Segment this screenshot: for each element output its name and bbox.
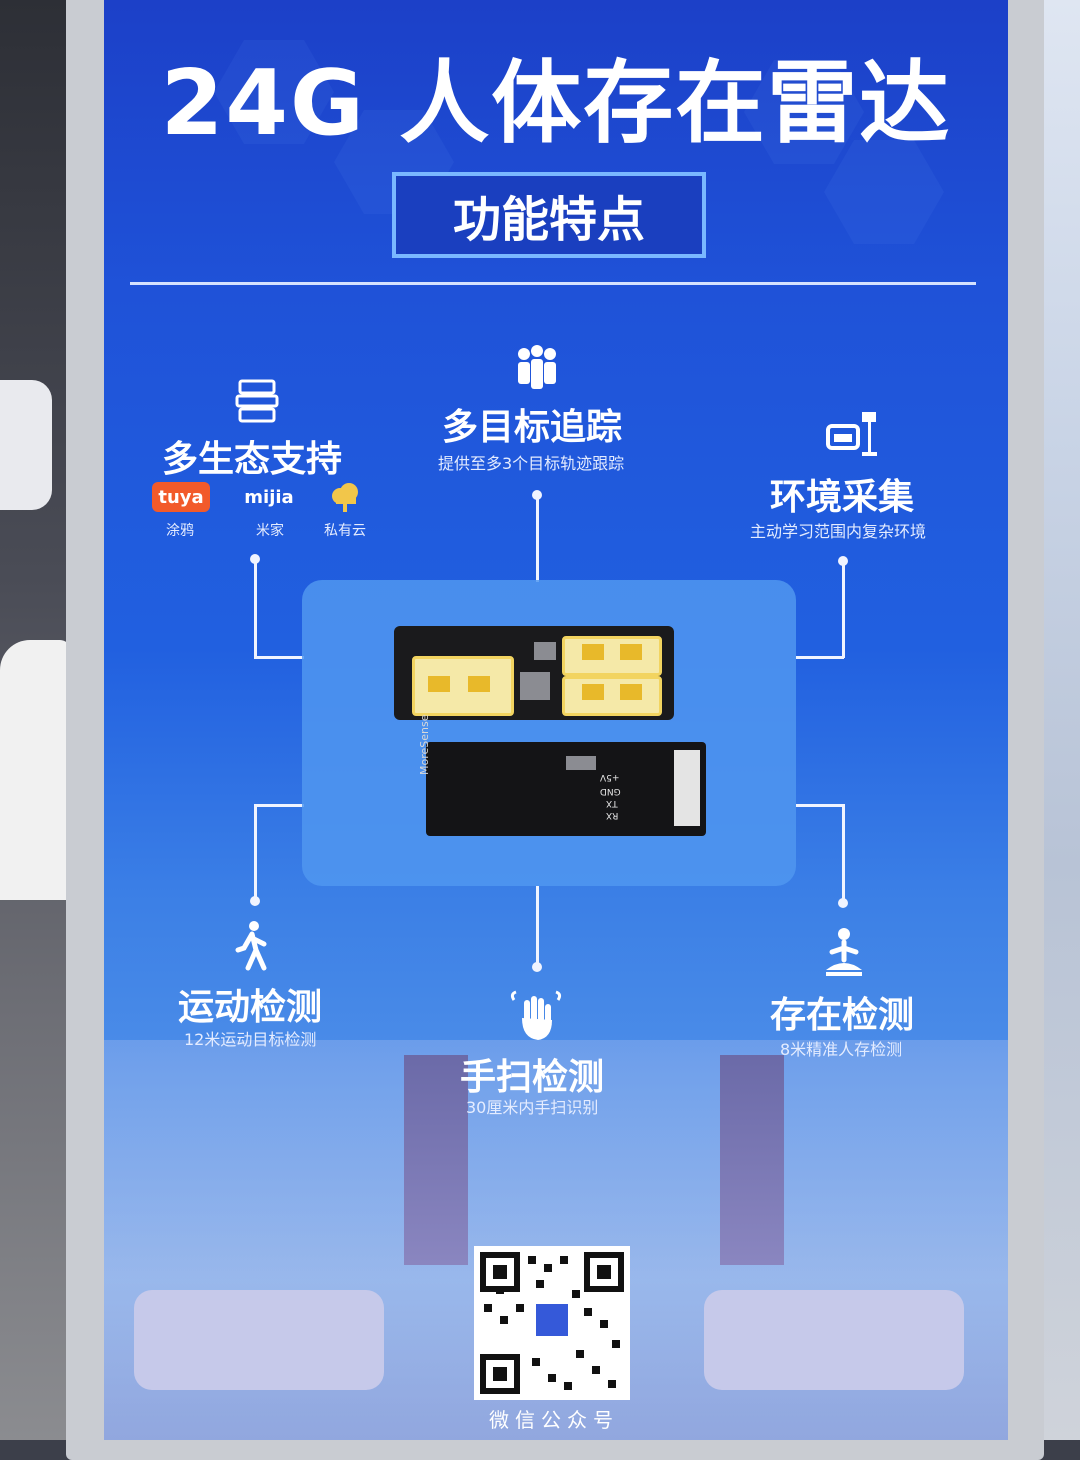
meditating-person-icon [826,928,862,976]
feature-environment-desc: 主动学习范围内复杂环境 [750,522,927,541]
radar-board-top [394,626,674,720]
antenna-pad [620,684,642,700]
feature-presence-desc: 8米精准人存检测 [780,1040,903,1059]
mijia-label: 米家 [256,523,284,539]
background-person [0,640,70,900]
subtitle-box: 功能特点 [392,172,706,258]
subtitle: 功能特点 [452,192,645,248]
tuya-logo: tuya [152,482,210,512]
page-title: 24G 人体存在雷达 [160,51,952,156]
private-cloud-label: 私有云 [324,523,366,539]
feature-motion-desc: 12米运动目标检测 [184,1030,317,1049]
chip [534,642,556,660]
antenna-pad [582,644,604,660]
feature-presence-title: 存在检测 [770,995,915,1036]
feature-multi-target-title: 多目标追踪 [442,407,623,448]
antenna-pad [468,676,490,692]
pin-label: GND [600,786,621,796]
connector-line [536,886,539,966]
feature-gesture-title: 手扫检测 [460,1057,605,1098]
feature-motion-title: 运动检测 [178,987,323,1028]
tuya-label: 涂鸦 [166,523,194,539]
poster-panel: 24G 人体存在雷达 功能特点 MoreSense +5V GND TX [104,0,1008,1440]
background-sign [0,380,52,510]
cloud-icon [332,483,358,512]
connector-line [842,562,845,658]
mijia-logo: mijia [244,486,294,508]
feature-environment-title: 环境采集 [770,477,915,518]
room-sofa [134,1290,384,1390]
feature-ecosystem-title: 多生态支持 [162,439,343,480]
pin-label: TX [606,798,618,808]
board-connector [674,750,700,826]
room-sofa [704,1290,964,1390]
walking-person-icon [235,921,267,971]
connector-line [842,804,845,902]
qr-finder [584,1252,624,1292]
feature-gesture-desc: 30厘米内手扫识别 [466,1098,599,1117]
wechat-qr-code[interactable] [474,1246,630,1400]
people-group-icon [518,345,556,389]
antenna-pad [582,684,604,700]
connector-line [254,560,257,658]
antenna-pad [620,644,642,660]
connector-line [254,804,304,807]
divider [130,282,976,285]
connector-line [796,804,844,807]
antenna-patch [562,676,662,716]
connector-line [254,804,257,900]
qr-caption: 微信公众号 [489,1408,619,1432]
chip [566,756,596,770]
armchair-lamp-icon [826,412,877,456]
connector-line [536,496,539,582]
connector-dot [838,898,848,908]
pin-label: +5V [600,772,620,782]
feature-multi-target-desc: 提供至多3个目标轨迹跟踪 [438,454,625,473]
room-shelf [720,1055,784,1265]
connector-line [254,656,304,659]
room-shelf [404,1055,468,1265]
board-brand-label: MoreSense [418,714,431,776]
connector-dot [250,554,260,564]
radar-chip [520,672,550,700]
connector-dot [838,556,848,566]
antenna-pad [428,676,450,692]
radar-board-bottom: MoreSense +5V GND TX RX [418,715,706,836]
qr-logo [536,1304,568,1336]
connector-dot [250,896,260,906]
connector-dot [532,962,542,972]
hand-wave-icon [510,990,562,1040]
connector-dot [532,490,542,500]
connector-line [796,656,844,659]
qr-finder [480,1354,520,1394]
pin-label: RX [606,810,619,820]
antenna-patch [562,636,662,676]
server-icon [235,379,279,423]
